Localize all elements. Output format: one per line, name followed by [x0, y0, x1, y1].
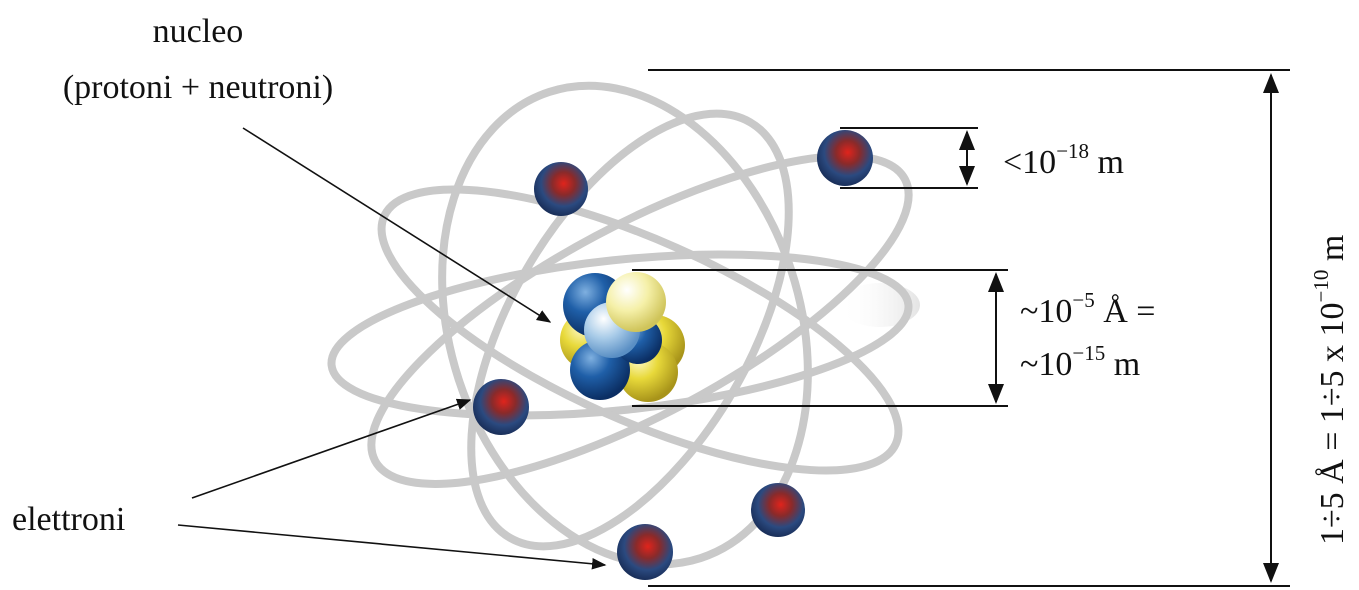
electron — [617, 524, 673, 580]
nucleus-pointer-arrow — [242, 127, 552, 323]
atom-size-dimension: 1÷5 Å = 1÷5 x 10−10 m — [648, 69, 1351, 587]
orbit-vertical-2 — [467, 109, 793, 551]
nucleus-label-line2: (protoni + neutroni) — [63, 69, 333, 106]
nucleus-size-meter-label: ~10−15 m — [1020, 341, 1140, 383]
electron-pointer-arrow — [191, 398, 472, 499]
electrons-label: elettroni — [12, 501, 125, 538]
orbit-horizontal — [327, 250, 913, 420]
electron — [751, 483, 805, 537]
atom-size-label: 1÷5 Å = 1÷5 x 10−10 m — [1309, 235, 1351, 545]
nucleus-label-line1: nucleo — [153, 13, 244, 50]
electron-pointer-arrow — [177, 524, 607, 570]
orbit-tilted-left — [367, 152, 913, 488]
electron — [817, 130, 873, 186]
nucleus — [560, 272, 685, 402]
electron — [534, 162, 588, 216]
electron-size-dimension: <10−18 m — [840, 127, 1124, 189]
nucleus-size-dimension: ~10−5 Å = ~10−15 m — [632, 269, 1155, 407]
orbit-tilted-right — [377, 185, 903, 475]
proton-light — [606, 272, 666, 332]
electrons — [473, 130, 873, 580]
nucleus-size-angstrom-label: ~10−5 Å = — [1020, 288, 1155, 330]
electron-size-label: <10−18 m — [1003, 139, 1124, 181]
electron — [473, 379, 529, 435]
